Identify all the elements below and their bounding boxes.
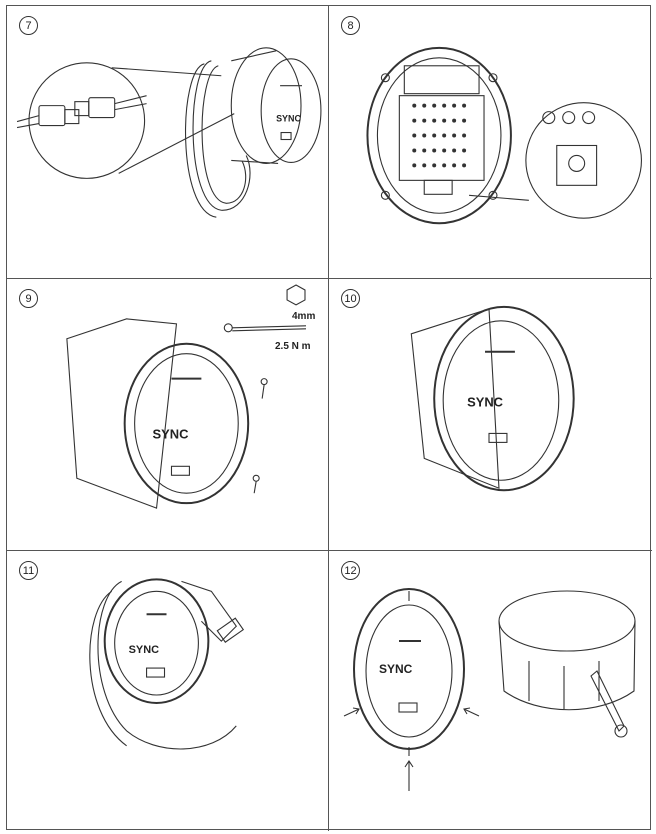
illustration-cover-screws: SYNC — [66, 284, 307, 509]
step-number-10: 10 — [341, 289, 360, 308]
brand-logo-10: SYNC — [467, 395, 503, 410]
illustration-closed-unit: SYNC — [410, 305, 575, 492]
step-number-7: 7 — [19, 16, 38, 35]
step-number-11: 11 — [19, 561, 38, 580]
panel-step-10: 10 SYNC — [329, 279, 652, 551]
step-number-9: 9 — [19, 289, 38, 308]
arrow-icon — [463, 707, 480, 717]
wrench-icon — [223, 323, 233, 333]
step-grid: 7 — [6, 5, 652, 831]
illustration-connector-plug: SYNC — [16, 47, 322, 218]
brand-logo-9: SYNC — [153, 426, 189, 441]
screw-icon — [260, 378, 268, 399]
panel-step-11: 11 SYNC — [7, 551, 329, 831]
arrow-icon — [343, 707, 360, 717]
illustration-attach-cover: SYNC — [343, 588, 636, 791]
panel-step-12: 12 — [329, 551, 652, 831]
step-number-8: 8 — [341, 16, 360, 35]
panel-step-8: 8 — [329, 6, 652, 279]
hex-icon — [286, 284, 306, 306]
panel-step-7: 7 — [7, 6, 329, 279]
arrow-icon — [404, 760, 414, 791]
illustration-open-unit — [366, 46, 642, 225]
brand-logo-12: SYNC — [379, 662, 413, 676]
zoom-circle — [28, 62, 146, 179]
torque-label: 2.5 N m — [275, 341, 311, 352]
illustration-mounted-with-cable: SYNC — [89, 578, 245, 750]
tool-size-label: 4mm — [292, 311, 316, 322]
brand-logo-11: SYNC — [129, 644, 160, 656]
screw-icon — [252, 474, 260, 494]
step-number-12: 12 — [341, 561, 360, 580]
panel-step-9: 9 — [7, 279, 329, 551]
brand-logo-7: SYNC — [276, 114, 301, 124]
